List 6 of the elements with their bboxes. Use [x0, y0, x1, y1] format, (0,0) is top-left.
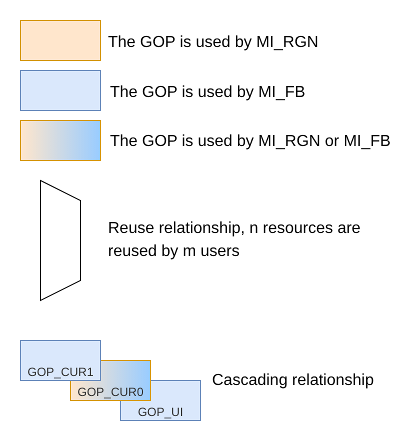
- legend-text: The GOP is used by MI_RGN or MI_FB: [110, 132, 391, 152]
- legend-text: The GOP is used by MI_RGN: [108, 33, 318, 53]
- legend-text: Reuse relationship, n resources are reused by m users: [108, 219, 362, 262]
- legend-text: The GOP is used by MI_FB: [110, 83, 306, 103]
- legend-text: Cascading relationship: [212, 371, 374, 391]
- layer-card: GOP_CUR1: [20, 340, 101, 381]
